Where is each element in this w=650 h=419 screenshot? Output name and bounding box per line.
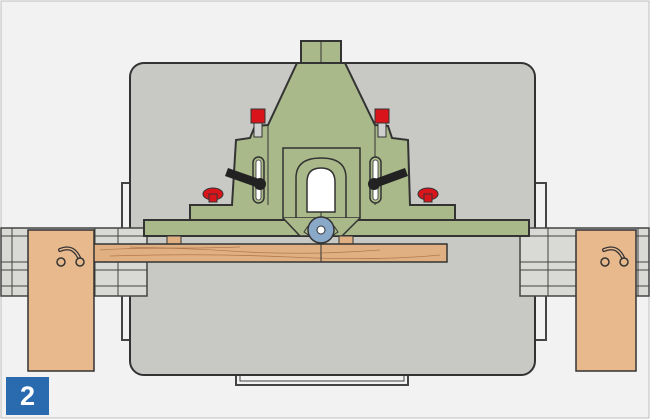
- right-end-block: [575, 229, 637, 372]
- left-top-clamp-knob: [250, 108, 266, 138]
- right-lever-icon: [372, 168, 408, 188]
- right-spacer: [338, 235, 354, 245]
- workpiece-board: [91, 243, 448, 263]
- left-lever-icon: [225, 168, 262, 188]
- left-star-knob: [202, 187, 224, 203]
- bottom-handle: [235, 372, 409, 386]
- right-star-knob: [417, 187, 439, 203]
- cutter-head: [303, 212, 339, 244]
- left-spacer: [166, 235, 182, 245]
- step-number-badge: 2: [6, 377, 49, 415]
- right-top-clamp-knob: [374, 108, 390, 138]
- left-end-block: [27, 229, 95, 372]
